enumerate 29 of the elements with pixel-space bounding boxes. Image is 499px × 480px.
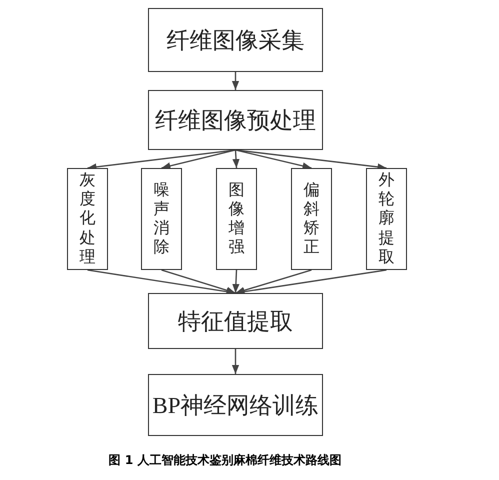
box-label: 灰度化处理 — [80, 171, 96, 267]
box-label: 纤维图像预处理 — [155, 106, 316, 134]
box-label: 外轮廓提取 — [378, 171, 394, 267]
arrow — [161, 269, 236, 294]
arrow — [232, 349, 240, 374]
process-box — [148, 90, 323, 150]
process-box — [148, 374, 323, 436]
box-label: 纤维图像采集 — [166, 26, 304, 54]
box-label: 噪声消除 — [154, 180, 170, 258]
arrow — [232, 270, 240, 294]
arrow — [232, 72, 240, 90]
process-box — [291, 168, 332, 270]
box-label: 特征值提取 — [178, 308, 293, 336]
arrow — [232, 150, 240, 168]
arrow — [161, 149, 236, 170]
process-box — [141, 168, 182, 270]
arrow — [235, 269, 387, 296]
process-box — [148, 8, 323, 72]
arrow — [235, 149, 312, 170]
process-box — [366, 168, 407, 270]
box-label: BP神经网络训练 — [152, 392, 319, 420]
arrow — [235, 269, 312, 294]
box-label: 图像增强 — [228, 180, 244, 258]
figure-caption: 图 1 人工智能技术鉴别麻棉纤维技术路线图 — [108, 452, 342, 469]
arrow — [235, 149, 387, 170]
box-label: 偏斜矫正 — [304, 180, 320, 258]
process-box — [216, 168, 257, 270]
process-box — [67, 168, 108, 270]
process-box — [148, 293, 323, 349]
